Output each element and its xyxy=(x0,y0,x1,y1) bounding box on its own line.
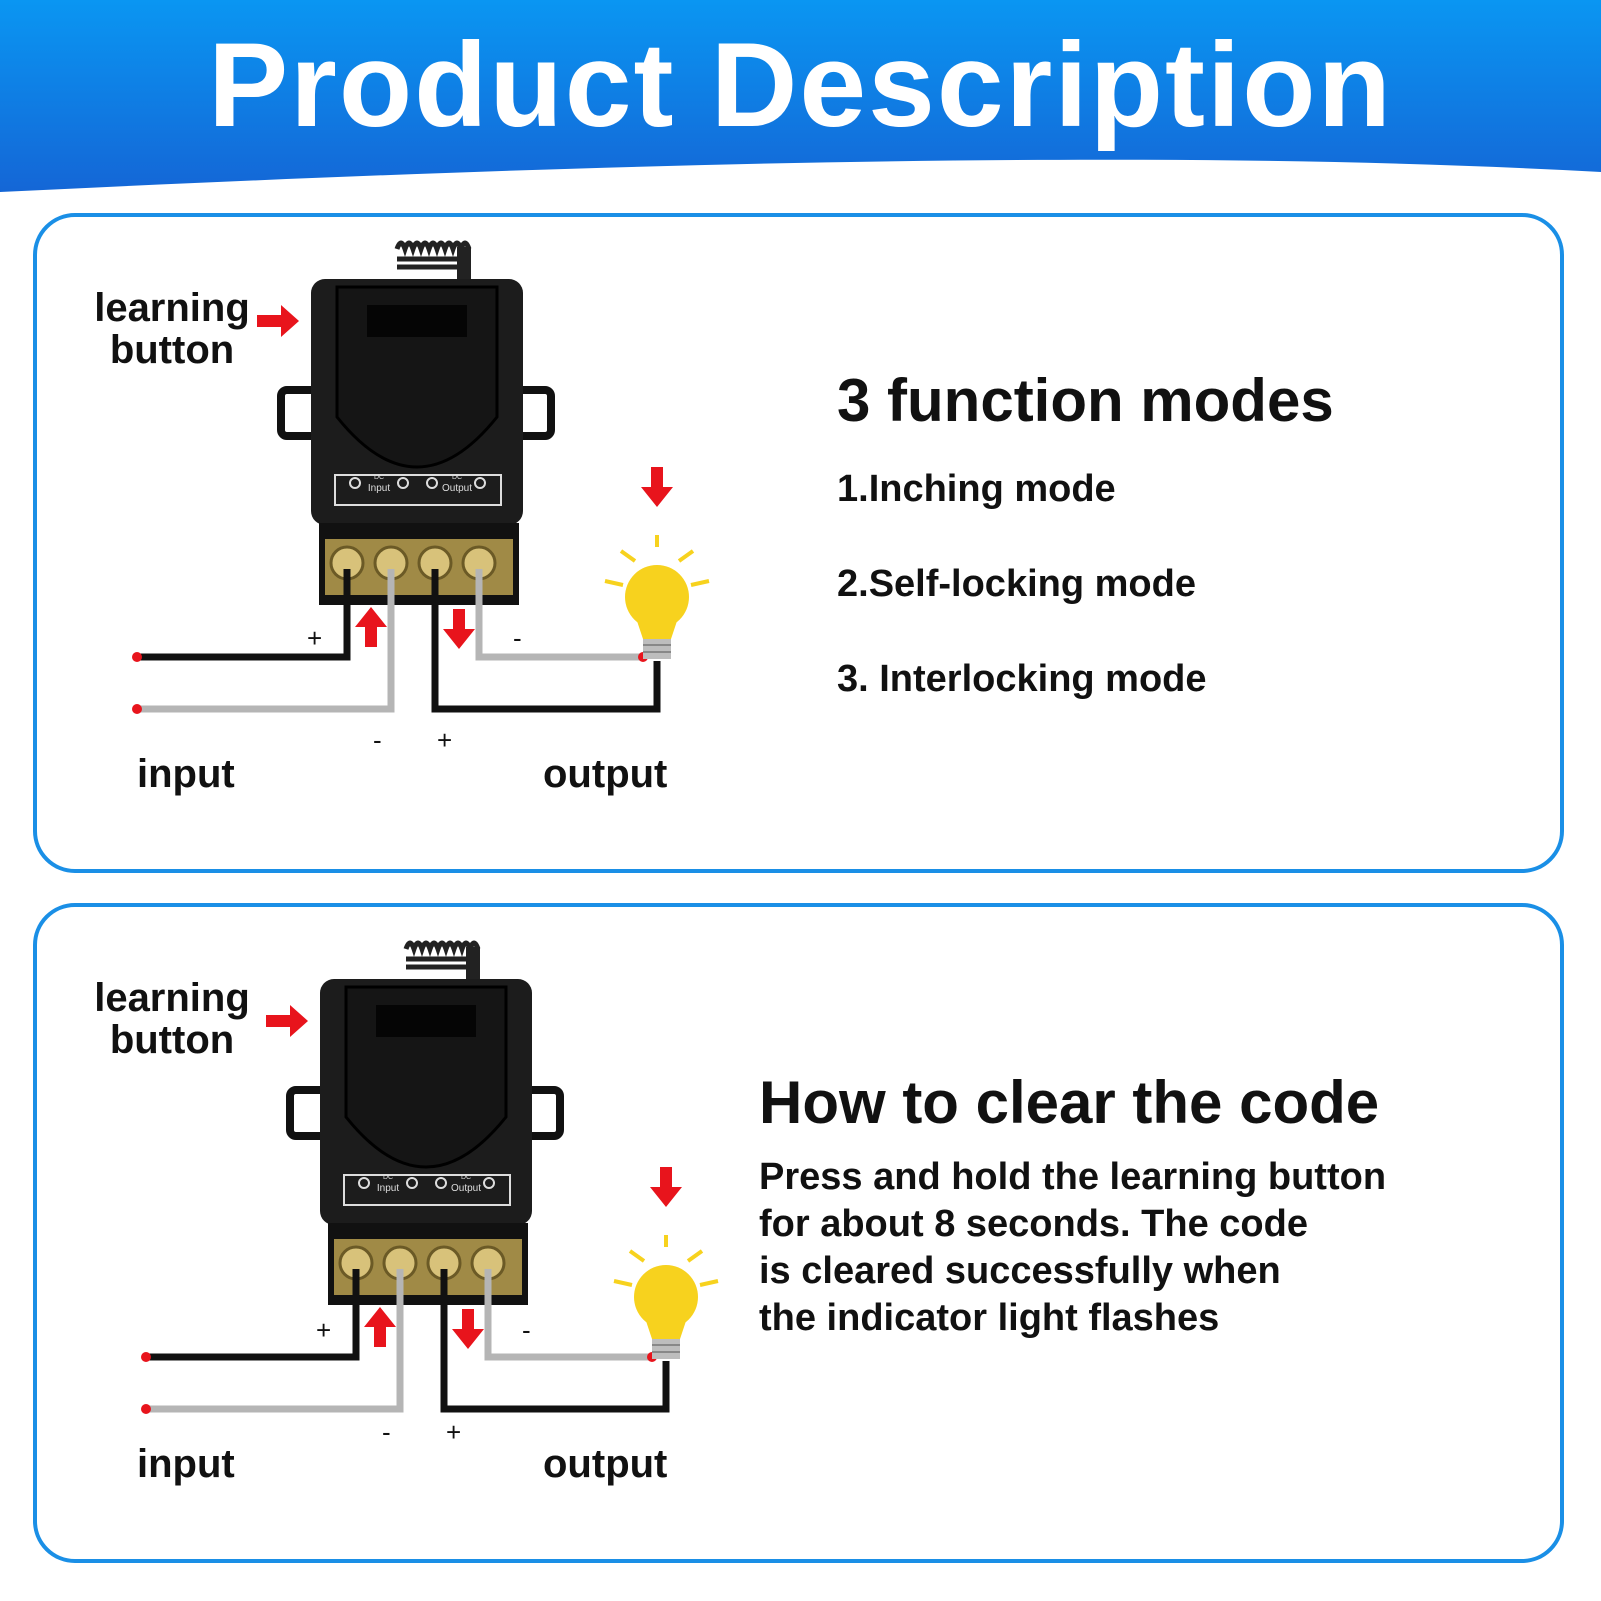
mode-item: 3. Interlocking mode xyxy=(837,658,1207,700)
terminal-input-label: Input xyxy=(368,483,390,494)
input-label: input xyxy=(137,1442,235,1486)
terminal-label-strip: DC Input DC Output xyxy=(343,1174,511,1206)
learning-label-line: learning xyxy=(94,976,250,1020)
output-plus-sign: + xyxy=(437,725,453,755)
input-positive-wire xyxy=(137,569,351,661)
output-negative-wire xyxy=(484,1269,652,1361)
terminal-dc-label: DC xyxy=(452,474,462,481)
output-positive-wire xyxy=(431,569,661,713)
input-minus-sign: - xyxy=(382,1417,391,1447)
input-label: input xyxy=(137,752,235,796)
output-plus-sign: + xyxy=(446,1417,462,1447)
clear-code-instructions: Press and hold the learning button for a… xyxy=(759,1154,1549,1342)
modes-title: 3 function modes xyxy=(837,367,1334,434)
header-background xyxy=(0,0,1601,192)
arrow-icon xyxy=(257,305,673,649)
instruction-line: for about 8 seconds. The code xyxy=(759,1203,1308,1245)
input-negative-wire xyxy=(137,569,395,713)
indicator-window xyxy=(376,1005,476,1037)
clear-code-panel: DC Input DC Output xyxy=(33,903,1564,1563)
terminal-output-label: Output xyxy=(442,483,472,494)
antenna-icon xyxy=(394,240,472,281)
light-bulb-icon xyxy=(604,535,710,659)
clear-code-title: How to clear the code xyxy=(759,1069,1380,1136)
input-positive-wire xyxy=(146,1269,360,1361)
mode-item: 2.Self-locking mode xyxy=(837,563,1196,605)
output-minus-sign: - xyxy=(522,1315,531,1345)
input-plus-sign: + xyxy=(307,623,323,653)
instruction-line: is cleared successfully when xyxy=(759,1250,1281,1292)
instruction-line: Press and hold the learning button xyxy=(759,1156,1387,1198)
terminal-dc-label: DC xyxy=(374,474,384,481)
input-minus-sign: - xyxy=(373,725,382,755)
learning-label-line: button xyxy=(109,328,235,372)
learning-button-label: learning button xyxy=(67,287,277,371)
output-positive-wire xyxy=(440,1269,670,1413)
indicator-window xyxy=(367,305,467,337)
output-minus-sign: - xyxy=(513,623,522,653)
learning-button-label: learning button xyxy=(67,977,277,1061)
mode-item: 1.Inching mode xyxy=(837,468,1116,510)
header-banner: Product Description xyxy=(0,0,1601,200)
terminal-dc-label: DC xyxy=(461,1174,471,1181)
terminal-dc-label: DC xyxy=(383,1174,393,1181)
page-title: Product Description xyxy=(208,18,1393,152)
wiring-diagram: DC Input DC Output xyxy=(141,940,719,1414)
antenna-icon xyxy=(403,940,481,981)
light-bulb-icon xyxy=(613,1235,719,1359)
terminal-input-label: Input xyxy=(377,1183,399,1194)
instruction-line: the indicator light flashes xyxy=(759,1297,1220,1339)
output-negative-wire xyxy=(475,569,643,661)
arrow-icon xyxy=(266,1005,682,1349)
wiring-diagram: DC Input DC Output xyxy=(132,240,710,714)
input-negative-wire xyxy=(146,1269,404,1413)
function-modes-panel: DC Input DC Output xyxy=(33,213,1564,873)
terminal-label-strip: DC Input DC Output xyxy=(334,474,502,506)
output-label: output xyxy=(543,752,668,796)
learning-label-line: learning xyxy=(94,286,250,330)
terminal-output-label: Output xyxy=(451,1183,481,1194)
input-plus-sign: + xyxy=(316,1315,332,1345)
learning-label-line: button xyxy=(109,1018,235,1062)
output-label: output xyxy=(543,1442,668,1486)
terminal-block xyxy=(328,1223,528,1305)
